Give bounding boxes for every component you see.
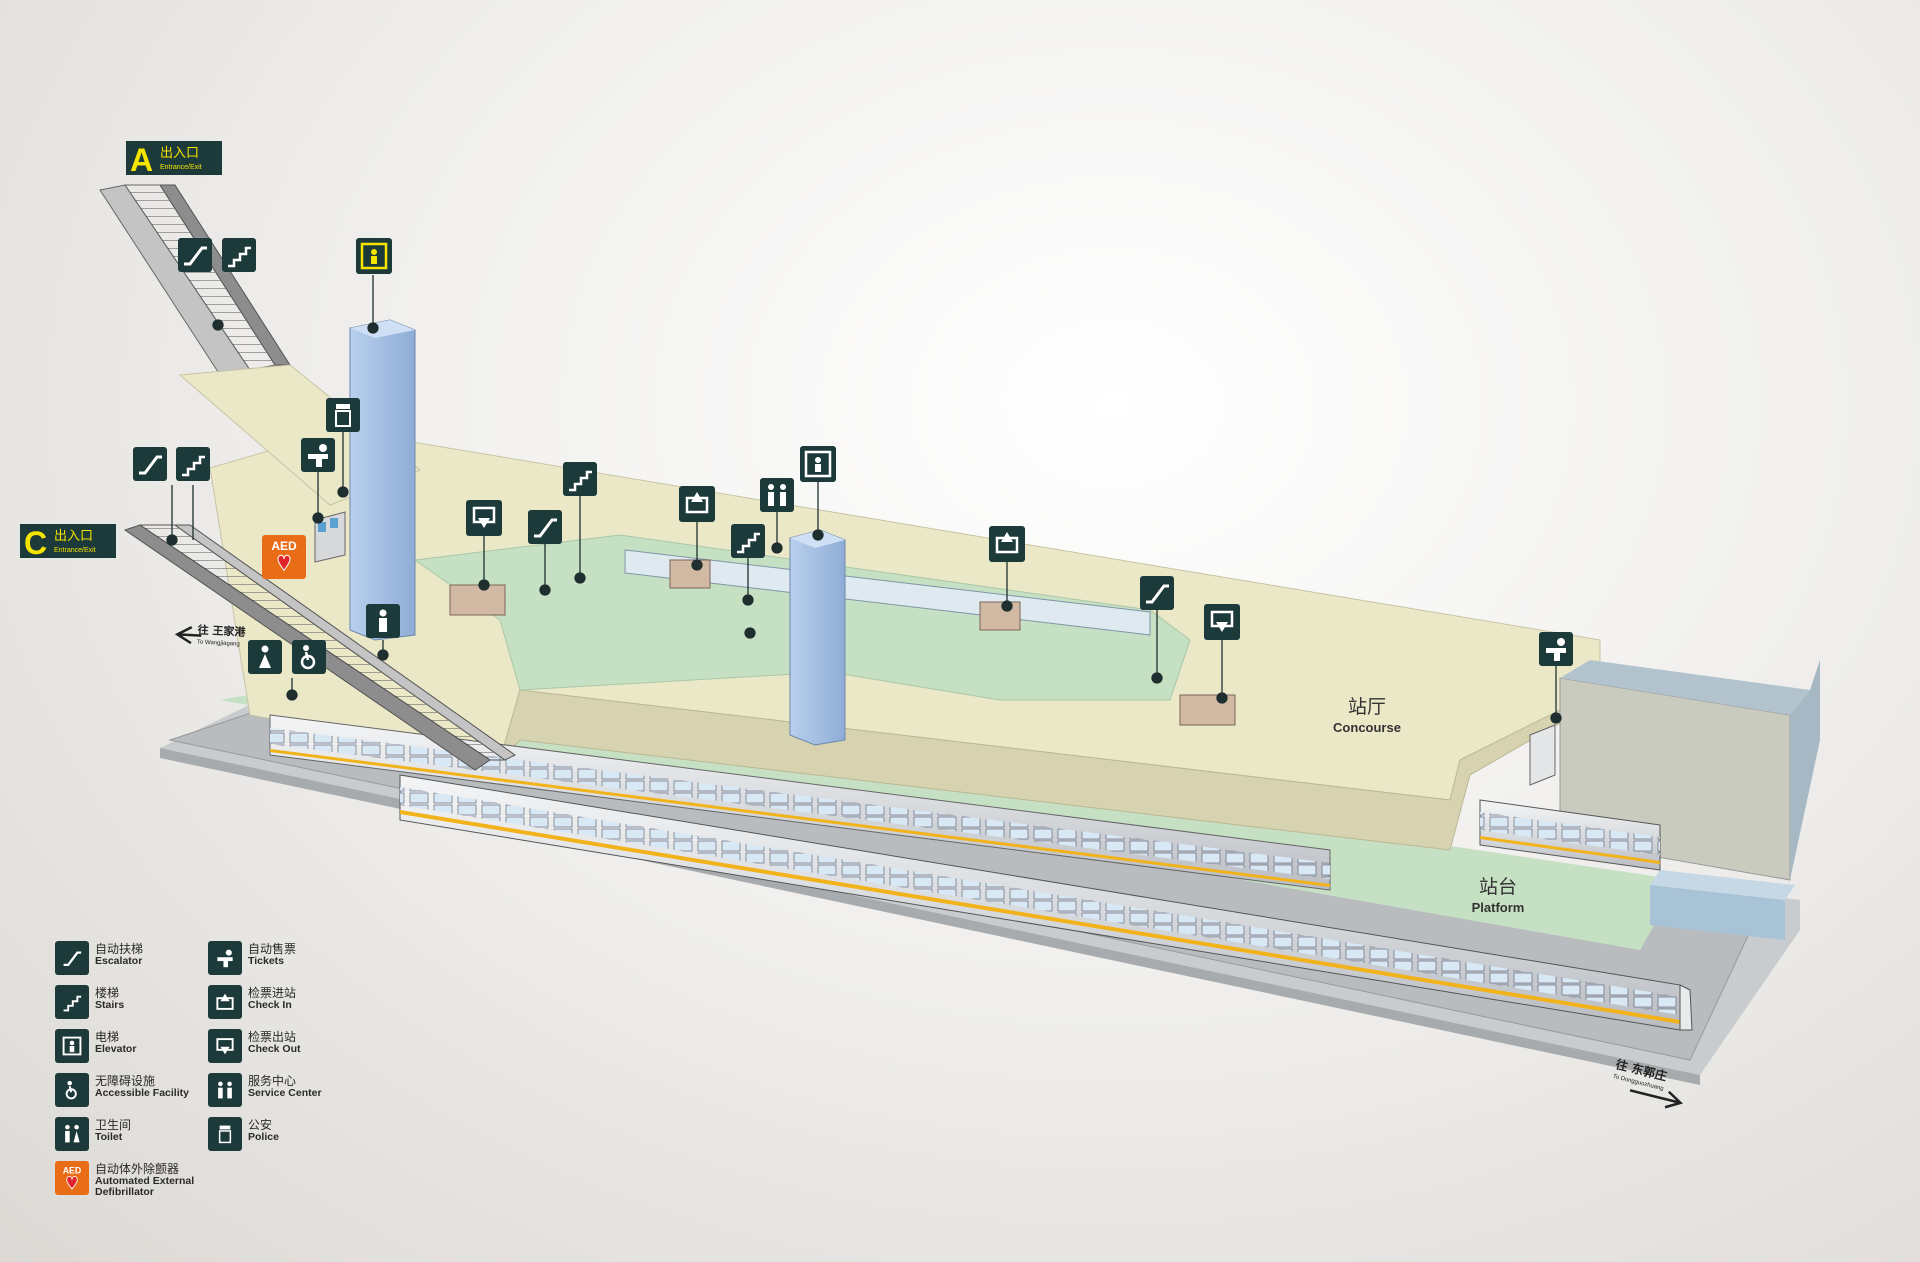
legend-cn: 服务中心 [248,1074,297,1088]
gate-cluster [979,601,1021,631]
police-icon [326,398,360,432]
stairs-icon [55,985,89,1019]
service-center-icon [208,1073,242,1107]
toilet-icon [248,640,282,674]
escalator-icon [133,447,167,481]
map-signs: AED [133,238,1573,674]
accessible-icon [55,1073,89,1107]
elevator-icon [55,1029,89,1063]
gate-cluster [669,559,711,589]
stairs-icon [176,447,210,481]
legend-en: Check In [248,998,292,1011]
police-icon [208,1117,242,1151]
train-right [1479,799,1661,871]
concourse-label-cn: 站厅 [1348,696,1386,718]
legend-cn: 无障碍设施 [95,1074,156,1088]
entrance-a-cn: 出入口 [160,146,199,161]
legend-en: Service Center [248,1086,322,1099]
check-out-icon [208,1029,242,1063]
escalator-icon [1140,576,1174,610]
ticket-icon [301,438,335,472]
legend-cn: 楼梯 [95,986,120,1000]
check-out-icon [1204,604,1240,640]
entrance-c-cn: 出入口 [54,529,93,544]
platform-label: 站台 Platform [1472,876,1525,915]
legend-cn: 检票出站 [248,1030,297,1044]
check-out-icon [466,500,502,536]
legend-en: Check Out [248,1042,301,1055]
escalator-icon [178,238,212,272]
service-center-icon [760,478,794,512]
elevator-shaft-left [349,319,416,641]
elevator-icon [800,446,836,482]
ticket-machines [314,511,346,563]
legend-cn: 自动扶梯 [95,942,144,956]
legend-aed-badge: AED [63,1166,82,1176]
entrance-c-en: Entrance/Exit [54,547,96,554]
check-in-icon [989,526,1025,562]
legend-en: Accessible Facility [95,1086,189,1099]
legend-en: Automated External Defibrillator [95,1174,195,1198]
direction-west-en: To Wangjiagang [197,639,240,647]
leader-lines [166,275,1562,724]
aed-icon: AED [262,535,306,579]
entrance-a-label: A 出入口 Entrance/Exit [126,141,222,178]
elevator-shaft-center [789,529,846,746]
stairs-icon [222,238,256,272]
check-in-icon [208,985,242,1019]
legend-en: Stairs [95,998,125,1011]
platform-label-cn: 站台 [1479,876,1517,898]
legend-en: Toilet [95,1130,123,1143]
elevator-icon [356,238,392,274]
legend-en: Tickets [248,954,284,967]
concourse-label-en: Concourse [1333,720,1401,735]
accessible-icon [292,640,326,674]
legend-cn: 公安 [248,1118,273,1132]
direction-west: 往 王家港 To Wangjiagang [174,622,247,648]
legend-cn: 检票进站 [248,986,297,1000]
legend-cn: 自动体外除颤器 [95,1162,180,1176]
legend-cn: 自动售票 [248,942,297,956]
escalator-icon [528,510,562,544]
entrance-c-label: C 出入口 Entrance/Exit [20,524,116,561]
legend-en: Elevator [95,1042,137,1055]
ticket-icon [208,941,242,975]
direction-west-cn: 往 王家港 [197,622,246,639]
legend-en: Police [248,1130,279,1143]
legend-cn: 电梯 [95,1030,120,1044]
aed-icon: AED [55,1161,89,1195]
stairs-icon [563,462,597,496]
platform-label-en: Platform [1472,900,1525,915]
gate-cluster [449,584,506,616]
ticket-machines-right [1529,724,1556,786]
legend-en: Escalator [95,954,143,967]
train-front [399,774,1693,1031]
check-in-icon [679,486,715,522]
entrance-a-en: Entrance/Exit [160,164,202,171]
ticket-icon [1539,632,1573,666]
legend-cn: 卫生间 [95,1118,132,1132]
entrance-c-letter: C [24,525,47,561]
escalator-icon [55,941,89,975]
toilet-icon [55,1117,89,1151]
aed-sign-label: AED [271,539,297,553]
stairs-icon [731,524,765,558]
entrance-a-letter: A [130,142,153,178]
toilet-icon [366,604,400,638]
concourse-label: 站厅 Concourse [1333,696,1401,735]
